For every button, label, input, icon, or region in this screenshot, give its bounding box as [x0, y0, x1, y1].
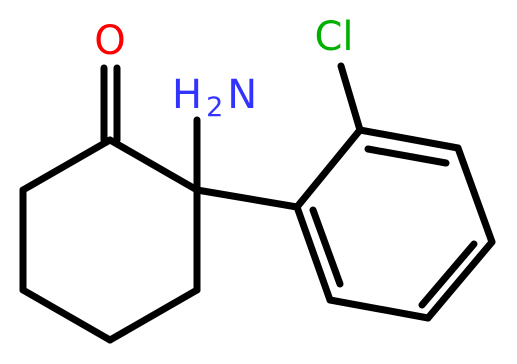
- bond-a5-a6: [326, 296, 432, 322]
- oxygen-label: O: [94, 18, 125, 64]
- aromatic-inner-a2-a3: [364, 145, 450, 167]
- carbonyl-double-bond: [100, 64, 121, 144]
- cyclohexanone-ring: [19, 136, 201, 344]
- amine-subscript: 2: [206, 92, 223, 123]
- bond-c4-c5: [106, 286, 201, 344]
- bond-c6-c1: [106, 136, 201, 194]
- bond-a4-a5: [424, 238, 496, 322]
- chlorophenyl-ring: [293, 126, 496, 322]
- bond-a1-a2: [293, 126, 364, 211]
- chlorine-label: Cl: [314, 14, 353, 60]
- bond-a2-cl: [337, 62, 364, 134]
- bond-a3-a4: [454, 144, 496, 246]
- amine-n: N: [227, 72, 257, 118]
- bond-c3-c4: [19, 286, 114, 344]
- bond-a2-a3: [356, 126, 462, 152]
- aromatic-inner-a4-a5: [418, 240, 478, 309]
- bond-c1-c2: [19, 136, 114, 194]
- bond-c6-aryl: [193, 186, 301, 211]
- amine-h: H: [172, 72, 202, 118]
- amine-label: H 2 N: [172, 72, 257, 123]
- aromatic-inner-a6-a1: [309, 206, 344, 288]
- bond-a6-a1: [293, 203, 334, 304]
